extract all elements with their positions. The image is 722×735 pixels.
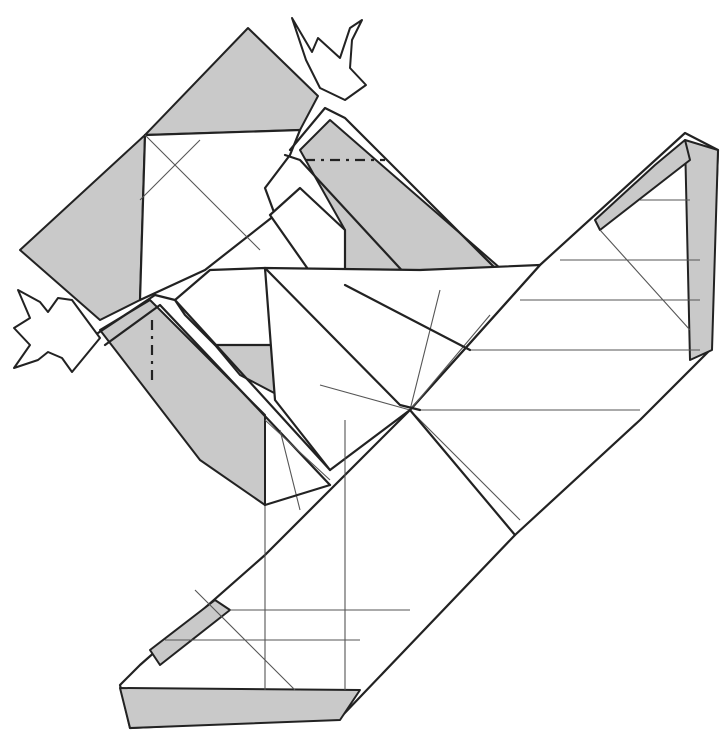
lower-step bbox=[175, 268, 275, 345]
back-flap-left-shade bbox=[20, 135, 145, 320]
bottom-wing-edge-shade bbox=[120, 688, 360, 728]
back-flap-top-shade bbox=[145, 28, 318, 135]
right-wing-edge-shade bbox=[685, 140, 718, 360]
